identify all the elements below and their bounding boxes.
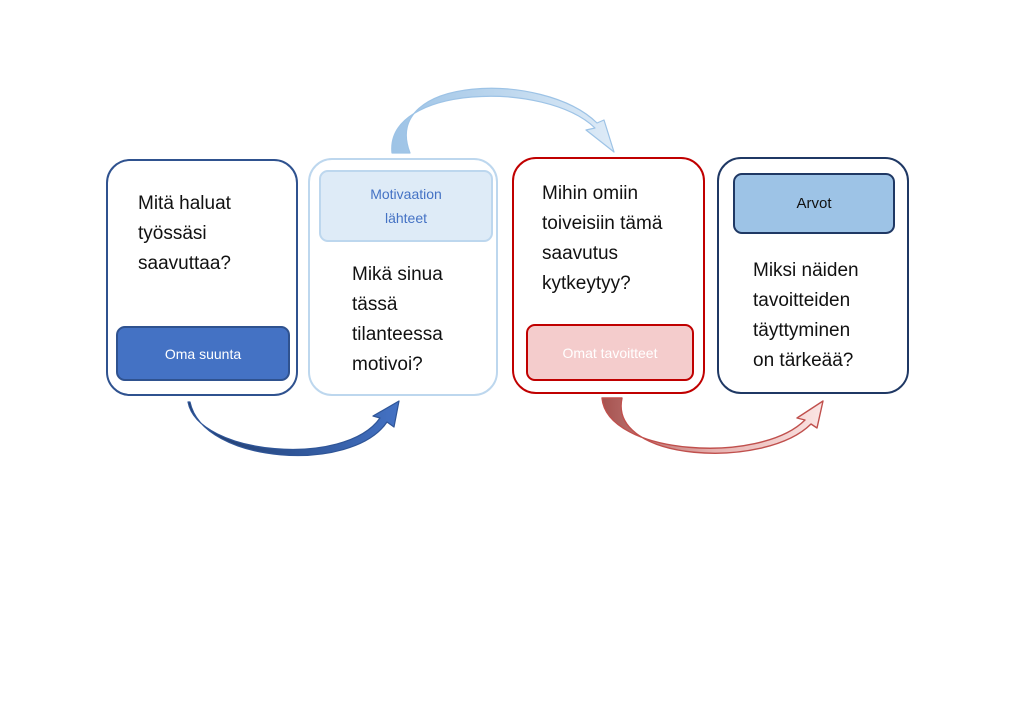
card-arvot: Arvot Miksi näiden tavoitteiden täyttymi… (717, 157, 909, 394)
question-text: Mitä haluat työssäsi saavuttaa? (138, 193, 231, 274)
question-text: Miksi näiden tavoitteiden täyttyminen on… (753, 260, 859, 371)
label-motivaation-lahteet: Motivaation lähteet (319, 170, 493, 242)
label-arvot: Arvot (733, 173, 895, 234)
question-text: Mihin omiin toiveisiin tämä saavutus kyt… (542, 183, 663, 294)
card-oma-suunta: Mitä haluat työssäsi saavuttaa? Oma suun… (106, 159, 298, 396)
arrow-motivaation-lahteet-to-omat-tavoitteet (391, 87, 615, 154)
arrow-omat-tavoitteet-to-arvot (601, 397, 824, 454)
question-text: Mikä sinua tässä tilanteessa motivoi? (352, 264, 443, 375)
card-motivaation-lahteet: Motivaation lähteet Mikä sinua tässä til… (308, 158, 498, 396)
arrow-oma-suunta-to-motivaation-lahteet (187, 400, 400, 456)
label-omat-tavoitteet: Omat tavoitteet (526, 324, 694, 381)
label-oma-suunta: Oma suunta (116, 326, 290, 381)
card-omat-tavoitteet: Mihin omiin toiveisiin tämä saavutus kyt… (512, 157, 705, 394)
